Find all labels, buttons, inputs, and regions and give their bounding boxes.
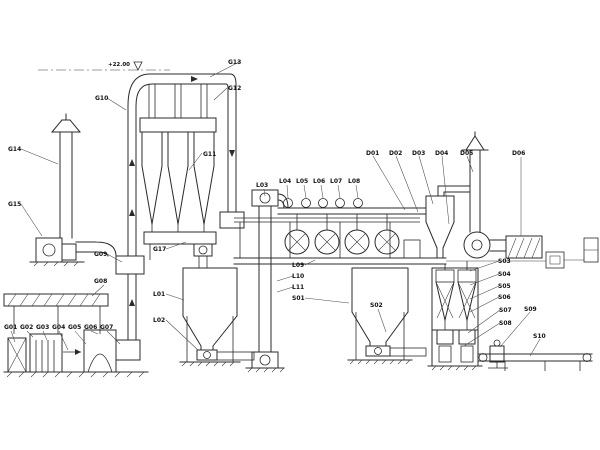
label-l08: L08: [348, 178, 360, 185]
mill-cyclone: [403, 185, 471, 259]
label-s09: S09: [524, 306, 537, 313]
label-g10: G10: [95, 95, 108, 102]
label-g13: G13: [228, 59, 241, 66]
label-s08: S08: [499, 320, 512, 327]
label-d03: D03: [412, 150, 425, 157]
label-g03: G03: [36, 324, 49, 331]
cyclone-group: [139, 117, 217, 268]
blower-duct: [75, 241, 117, 257]
furnace-line: [7, 329, 117, 373]
label-l09: L09: [292, 262, 304, 269]
label-d06: D06: [512, 150, 525, 157]
label-d02: D02: [389, 150, 402, 157]
label-d04: D04: [435, 150, 448, 157]
label-l06: L06: [313, 178, 325, 185]
label-g11: G11: [203, 151, 216, 158]
label-d05: D05: [460, 150, 473, 157]
feeder-pipe: [277, 193, 427, 230]
belt-conveyor: [477, 353, 593, 371]
label-l05: L05: [296, 178, 308, 185]
label-s06: S06: [498, 294, 511, 301]
flash-dryer-tube: [115, 105, 145, 361]
packing-bins: [435, 269, 477, 330]
label-g09: G09: [94, 251, 107, 258]
label-g17: G17: [153, 246, 166, 253]
label-s02: S02: [370, 302, 383, 309]
damper-box: [505, 235, 599, 263]
platform: [234, 217, 420, 258]
label-g05: G05: [68, 324, 81, 331]
exhaust-stack: [461, 131, 489, 233]
label-d01: D01: [366, 150, 379, 157]
label-s05: S05: [498, 283, 511, 290]
sifter-row: [284, 229, 400, 255]
label-elevation: +22.00: [108, 62, 130, 68]
label-s01: S01: [292, 295, 305, 302]
label-s07: S07: [499, 307, 512, 314]
label-g06: G06: [84, 324, 97, 331]
elevation-marker: [38, 61, 170, 71]
label-l07: L07: [330, 178, 342, 185]
label-s03: S03: [498, 258, 511, 265]
label-s04: S04: [498, 271, 511, 278]
bucket-elevator: [245, 189, 285, 373]
exhaust-fan: [463, 231, 507, 259]
collecting-duct: [233, 251, 565, 270]
hopper-s01: [347, 267, 427, 365]
label-g02: G02: [20, 324, 33, 331]
packing-machines: [436, 329, 476, 363]
hopper-l01: [179, 267, 255, 367]
label-g07: G07: [100, 324, 113, 331]
ground-left: [3, 371, 149, 378]
packing-frame: [427, 267, 483, 371]
left-blower: [29, 237, 85, 267]
leader-lines: [10, 61, 541, 357]
label-l04: L04: [279, 178, 291, 185]
label-l01: L01: [153, 291, 165, 298]
label-g14: G14: [8, 146, 21, 153]
label-g04: G04: [52, 324, 65, 331]
label-g01: G01: [4, 324, 17, 331]
equipment-labels: +22.00 G13 G12 G10 G11 G14 G15 G09 G17 G…: [4, 59, 546, 340]
label-g15: G15: [8, 201, 21, 208]
left-chimney: [51, 113, 81, 239]
label-l03: L03: [256, 182, 268, 189]
label-g08: G08: [94, 278, 107, 285]
label-l10: L10: [292, 273, 304, 280]
label-s10: S10: [533, 333, 546, 340]
label-l02: L02: [153, 317, 165, 324]
label-l11: L11: [292, 284, 304, 291]
label-g12: G12: [228, 85, 241, 92]
screw-conveyor: [3, 293, 109, 334]
overhead-pipe: [127, 73, 245, 229]
